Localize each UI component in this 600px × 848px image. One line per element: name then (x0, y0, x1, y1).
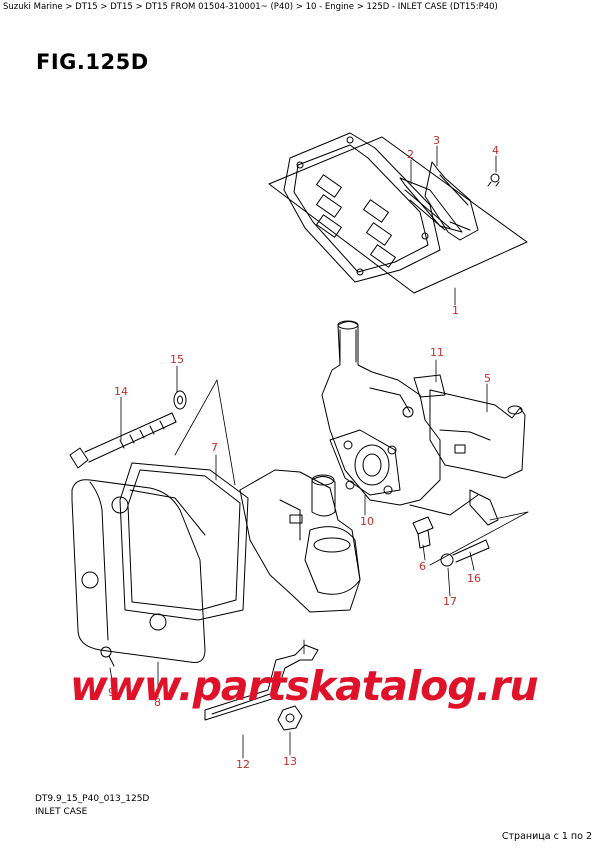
callout-1: 1 (452, 304, 459, 317)
figure-title: FIG.125D (36, 50, 149, 74)
lock-nut (277, 705, 303, 731)
callout-14: 14 (114, 385, 128, 398)
callout-15: 15 (170, 353, 184, 366)
callout-3: 3 (433, 134, 440, 147)
pagination-info: Страница с 1 по 2 (501, 831, 592, 842)
intake-cover (71, 479, 206, 663)
breadcrumb-text[interactable]: Suzuki Marine > DT15 > DT15 > DT15 FROM … (3, 2, 498, 12)
link-bracket (204, 644, 319, 721)
reed-stopper (424, 161, 479, 241)
leader-lines (109, 145, 529, 759)
callout-16: 16 (467, 572, 481, 585)
callout-17: 17 (443, 595, 457, 608)
reed-petals (399, 177, 463, 233)
callout-12: 12 (236, 758, 250, 771)
throttle-bracket (409, 389, 526, 526)
inlet-case (321, 320, 441, 506)
callout-5: 5 (484, 372, 491, 385)
callout-10: 10 (360, 515, 374, 528)
watermark: www.partskatalog.ru (70, 662, 539, 710)
reed-valve-panel-box (268, 136, 528, 294)
callout-4: 4 (492, 144, 499, 157)
callout-7: 7 (211, 441, 218, 454)
figure-code: DT9.9_15_P40_013_125D (35, 794, 150, 804)
carburetor (239, 469, 361, 613)
long-bolt (69, 412, 177, 469)
callout-9: 9 (108, 686, 115, 699)
reed-screw (487, 173, 500, 187)
callout-labels: 1 2 3 4 5 6 7 8 9 10 11 12 13 14 15 16 1… (108, 134, 499, 771)
guide-plate (413, 374, 446, 398)
bolt-with-washer (440, 539, 490, 567)
reed-valve-plate (283, 132, 441, 283)
short-bolt (412, 516, 434, 549)
figure-caption: INLET CASE (35, 807, 88, 817)
callout-2: 2 (407, 148, 414, 161)
callout-11: 11 (430, 346, 444, 359)
cover-screw (100, 646, 115, 667)
callout-6: 6 (419, 560, 426, 573)
callout-13: 13 (283, 755, 297, 768)
breadcrumb[interactable]: Suzuki Marine > DT15 > DT15 > DT15 FROM … (3, 2, 498, 12)
callout-8: 8 (154, 696, 161, 709)
washer (173, 390, 187, 410)
